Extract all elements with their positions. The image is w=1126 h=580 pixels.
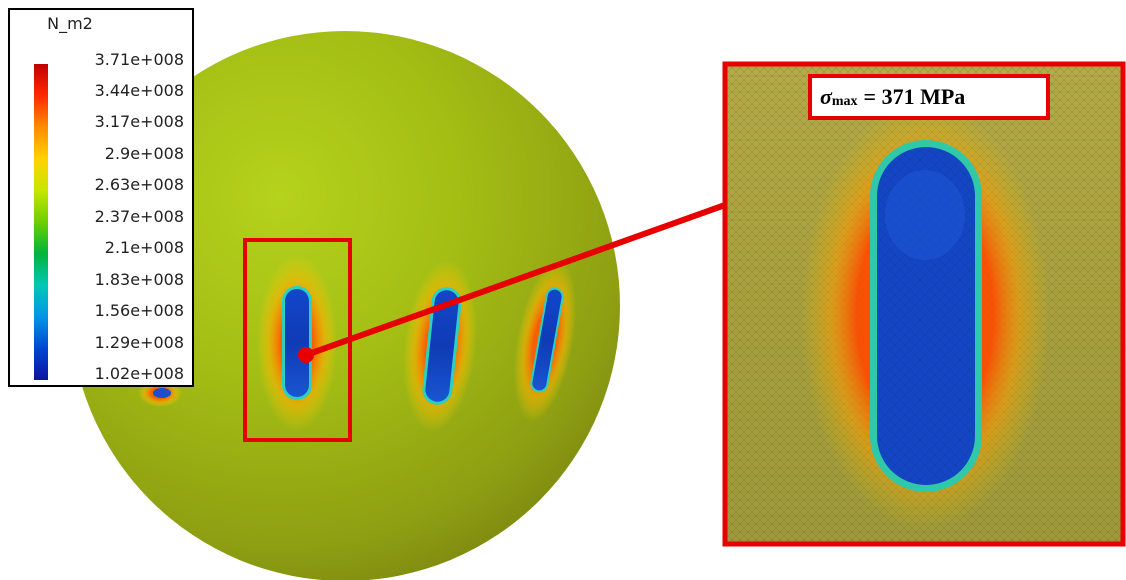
sphere-body [70, 31, 620, 580]
legend-tick: 1.83e+008 [94, 270, 184, 289]
legend-unit: N_m2 [47, 14, 93, 33]
legend-tick: 3.44e+008 [94, 81, 184, 100]
max-stress-annotation: σ max = 371 MPa [808, 74, 1050, 120]
zoom-panel [722, 61, 1126, 547]
legend-tick: 1.02e+008 [94, 364, 184, 383]
zoom-panel-frame [722, 61, 1126, 547]
sigma-subscript: max [831, 94, 858, 109]
legend-tick: 2.37e+008 [94, 207, 184, 226]
sigma-symbol: σ [820, 84, 832, 109]
sphere-slots [70, 255, 577, 432]
legend-tick: 2.1e+008 [104, 238, 184, 257]
color-legend: N_m2 3.71e+008 3.44e+008 3.17e+008 2.9e+… [8, 8, 194, 387]
legend-tick: 2.63e+008 [94, 175, 184, 194]
legend-tick: 3.71e+008 [94, 50, 184, 69]
legend-tick: 1.56e+008 [94, 301, 184, 320]
max-stress-value: = 371 MPa [863, 84, 966, 109]
zoom-connector-dot [298, 347, 314, 363]
legend-tick: 3.17e+008 [94, 112, 184, 131]
legend-color-bar [34, 64, 48, 380]
zoom-connector-line [304, 202, 727, 358]
legend-tick: 1.29e+008 [94, 333, 184, 352]
legend-tick: 2.9e+008 [104, 144, 184, 163]
